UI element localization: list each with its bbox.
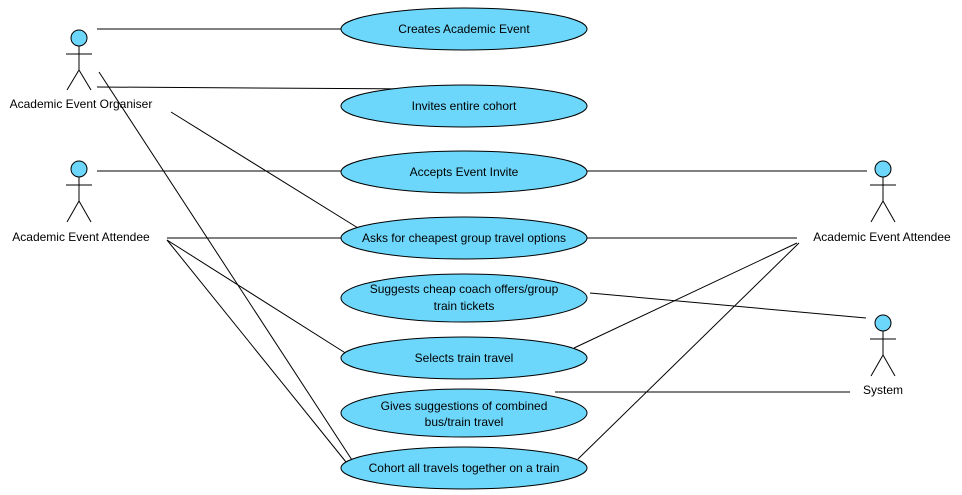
- actor-left-leg: [66, 200, 80, 223]
- use-case-label-line-1: Gives suggestions of combined: [381, 399, 548, 413]
- actor-organiser[interactable]: Academic Event Organiser: [10, 29, 153, 111]
- use-case-ellipse: [340, 273, 588, 323]
- stick-figure-icon: [870, 160, 896, 223]
- stick-figure-icon: [66, 160, 92, 223]
- use-case-ellipse: [340, 336, 588, 380]
- use-case-asks-cheapest-travel[interactable]: Asks for cheapest group travel options: [340, 216, 588, 260]
- use-case-ellipse: [340, 7, 588, 51]
- use-case-selects-train[interactable]: Selects train travel: [340, 336, 588, 380]
- actor-attendee-right[interactable]: Academic Event Attendee: [813, 160, 951, 244]
- stick-figure-icon: [66, 29, 92, 91]
- actor-right-leg: [882, 354, 896, 377]
- use-case-label: Selects train travel: [415, 351, 514, 365]
- actor-label: Academic Event Attendee: [813, 230, 951, 244]
- use-case-ellipse: [340, 216, 588, 260]
- actor-label: Academic Event Organiser: [10, 97, 153, 111]
- use-case-label-line-2: train tickets: [434, 299, 495, 313]
- actor-right-leg: [78, 200, 92, 223]
- use-case-invites-cohort[interactable]: Invites entire cohort: [340, 84, 588, 128]
- assoc-organiser-cohort-train: [98, 71, 353, 461]
- use-case-accepts-invite[interactable]: Accepts Event Invite: [340, 150, 588, 194]
- actor-system[interactable]: System: [863, 314, 903, 397]
- actor-left-leg: [66, 69, 80, 91]
- assoc-attendee-left-cohort: [166, 239, 347, 463]
- actor-left-leg: [870, 354, 884, 377]
- use-case-label: Creates Academic Event: [398, 22, 530, 36]
- use-case-label: Accepts Event Invite: [410, 165, 519, 179]
- use-case-ellipse: [340, 150, 588, 194]
- actor-head: [874, 314, 892, 332]
- use-case-creates-event[interactable]: Creates Academic Event: [340, 7, 588, 51]
- use-case-ellipse: [340, 446, 588, 490]
- use-case-ellipse: [340, 84, 588, 128]
- use-case-label: Asks for cheapest group travel options: [362, 231, 566, 245]
- assoc-attendee-right-selects: [573, 242, 798, 349]
- actor-attendee-left[interactable]: Academic Event Attendee: [12, 160, 150, 244]
- actor-right-leg: [78, 69, 92, 91]
- assoc-attendee-right-cohort: [577, 242, 800, 460]
- use-case-label: Invites entire cohort: [412, 99, 517, 113]
- associations: [96, 28, 867, 463]
- assoc-organiser-invites-cohort: [96, 86, 419, 90]
- actor-head: [874, 160, 892, 178]
- actor-right-leg: [882, 200, 896, 223]
- stick-figure-icon: [870, 314, 896, 377]
- assoc-system-suggests-coach: [589, 292, 867, 319]
- actor-label: Academic Event Attendee: [12, 230, 150, 244]
- assoc-organiser-asks-cheapest: [170, 111, 359, 229]
- use-case-label-line-1: Suggests cheap coach offers/group: [370, 282, 559, 296]
- assoc-attendee-left-selects: [166, 239, 348, 355]
- actor-left-leg: [870, 200, 884, 223]
- use-case-label: Cohort all travels together on a train: [369, 461, 560, 475]
- use-case-label-line-2: bus/train travel: [425, 415, 504, 429]
- actor-head: [70, 160, 88, 178]
- actor-label: System: [863, 383, 903, 397]
- use-case-suggests-coach-offers[interactable]: Suggests cheap coach offers/group train …: [340, 273, 588, 323]
- use-case-cohort-train[interactable]: Cohort all travels together on a train: [340, 446, 588, 490]
- use-case-ellipse: [340, 388, 588, 438]
- actor-head: [70, 29, 88, 47]
- use-case-gives-suggestions[interactable]: Gives suggestions of combined bus/train …: [340, 388, 588, 438]
